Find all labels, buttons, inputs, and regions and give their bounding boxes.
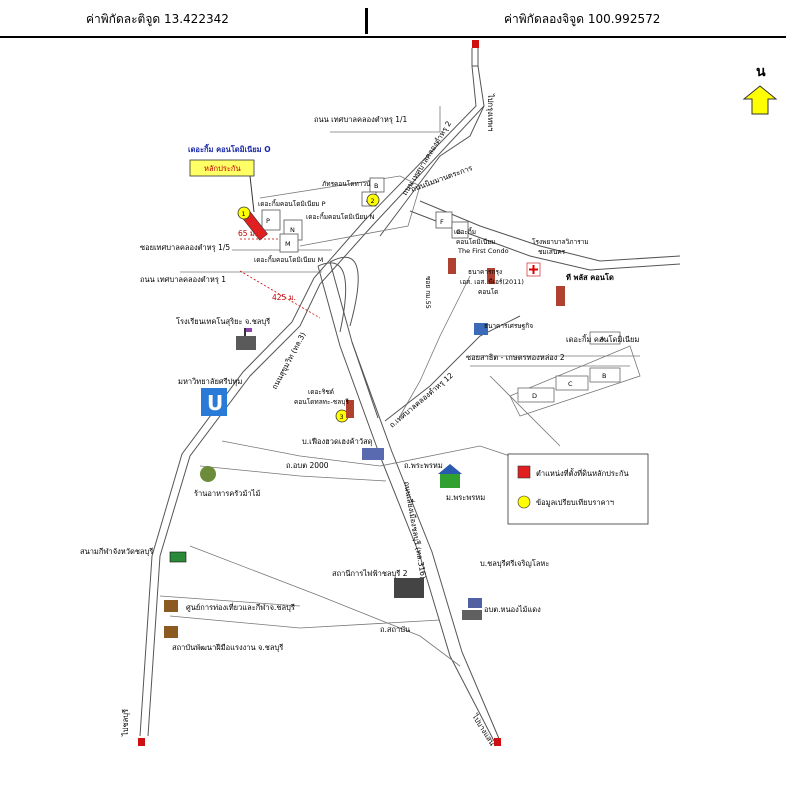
svg-text:N: N <box>290 226 295 234</box>
header-divider <box>365 8 368 34</box>
stadium-icon <box>169 551 187 563</box>
distance-65: 65 ม. <box>238 229 257 238</box>
svg-text:ศูนย์การท่องเที่ยวและกีฬาจ.ชลบ: ศูนย์การท่องเที่ยวและกีฬาจ.ชลบุรี <box>186 602 295 612</box>
svg-text:U: U <box>207 391 223 415</box>
svg-text:C: C <box>568 380 573 388</box>
subject-tag: หลักประกัน <box>204 164 241 173</box>
svg-text:สนามกีฬาจังหวัดชลบุรี: สนามกีฬาจังหวัดชลบุรี <box>80 547 153 556</box>
subject-project-name: เดอะกิ้ม คอนโดมิเนียม O <box>188 143 271 154</box>
legend-compare-label: ข้อมูลเปรียบเทียบราคาฯ <box>536 498 614 507</box>
location-map[interactable]: น <box>0 36 786 803</box>
labor-icon <box>164 626 178 638</box>
north-arrow-icon: น <box>742 64 778 115</box>
svg-text:โรงพยาบาลวิภาราม: โรงพยาบาลวิภาราม <box>532 238 589 246</box>
svg-text:เดอะกิ้ม: เดอะกิ้ม <box>454 227 476 236</box>
svg-text:เดอะกิ้มคอนโดมิเนียม M: เดอะกิ้มคอนโดมิเนียม M <box>254 255 323 264</box>
svg-text:สถานีการไฟฟ้าชลบุรี 2: สถานีการไฟฟ้าชลบุรี 2 <box>332 569 408 578</box>
svg-text:ถนนเลี่ยงเมืองชลบุรี (ทล.316): ถนนเลี่ยงเมืองชลบุรี (ทล.316) <box>402 481 429 580</box>
place-labels: เดอะกิ้มคอนโดมิเนียม P เดอะกิ้มคอนโดมิเน… <box>80 180 639 652</box>
svg-text:ถนน เทศบาลคลองตำหรุ 1/1: ถนน เทศบาลคลองตำหรุ 1/1 <box>314 115 408 124</box>
svg-text:2: 2 <box>371 197 375 205</box>
svg-text:ถนน เทศบาลคลองตำหรุ 1: ถนน เทศบาลคลองตำหรุ 1 <box>140 275 226 284</box>
svg-text:1: 1 <box>242 210 246 218</box>
north-arrow-shape <box>742 85 778 115</box>
svg-text:ที พลัส คอนโด: ที พลัส คอนโด <box>566 272 614 282</box>
latitude-label: ค่าพิกัดละติจูด 13.422342 <box>86 12 229 26</box>
condo-building-icon <box>346 258 565 418</box>
svg-text:มหาวิทยาลัยศรีปทุม: มหาวิทยาลัยศรีปทุม <box>178 377 242 386</box>
svg-text:F: F <box>440 218 444 226</box>
svg-text:ม.พระพรหม: ม.พระพรหม <box>446 493 485 502</box>
school-icon <box>236 328 256 350</box>
coordinate-header: ค่าพิกัดละติจูด 13.422342 ค่าพิกัดลองจิจ… <box>0 0 786 38</box>
house-icon <box>438 464 462 488</box>
longitude-label: ค่าพิกัดลองจิจูด 100.992572 <box>504 12 661 26</box>
svg-text:คอนโด: คอนโด <box>478 288 498 296</box>
office-icon <box>462 598 482 620</box>
svg-text:คอนโดมิเนียม: คอนโดมิเนียม <box>456 238 495 246</box>
tourism-icon <box>164 600 178 612</box>
hospital-icon <box>526 262 541 277</box>
svg-text:ถ.สถาบัน: ถ.สถาบัน <box>380 625 410 634</box>
svg-text:ถนนสุขุมวิท (ทล.3): ถนนสุขุมวิท (ทล.3) <box>270 331 308 391</box>
svg-text:ซอยเทศบาลคลองตำหรุ 1/5: ซอยเทศบาลคลองตำหรุ 1/5 <box>140 243 230 252</box>
svg-text:บ.ชลบุรีศรีเจริญโลหะ: บ.ชลบุรีศรีเจริญโลหะ <box>480 559 549 568</box>
svg-text:B: B <box>602 372 606 380</box>
svg-text:ภัทรคอนโดทาวน์: ภัทรคอนโดทาวน์ <box>322 180 371 188</box>
svg-text:P: P <box>266 217 270 225</box>
place-icons: U <box>164 258 565 638</box>
svg-text:ร้านอาหารครัวม้าไม้: ร้านอาหารครัวม้าไม้ <box>194 489 260 498</box>
svg-text:ไปชลบุรี: ไปชลบุรี <box>121 709 130 737</box>
bank-icon <box>474 323 488 335</box>
svg-text:ไปบางแสน: ไปบางแสน <box>470 711 497 747</box>
svg-text:เดอะริชด์: เดอะริชด์ <box>308 388 334 396</box>
road-end-markers <box>138 40 501 746</box>
condo-block-group: P N M B A F G <box>261 177 469 253</box>
map-legend: ตำแหน่งที่ตั้งที่ดินหลักประกัน ข้อมูลเปร… <box>507 453 649 525</box>
distance-425: 425 ม. <box>272 293 296 302</box>
svg-text:เดอะกิ้มคอนโดมิเนียม N: เดอะกิ้มคอนโดมิเนียม N <box>306 212 375 221</box>
svg-text:ซอยสาธิต - เกษตรทองหล่อง 2: ซอยสาธิต - เกษตรทองหล่อง 2 <box>466 353 565 362</box>
university-icon: U <box>201 388 227 416</box>
svg-text:M: M <box>285 240 291 248</box>
svg-text:โรงเรียนเทคโนสุริยะ จ.ชลบุรี: โรงเรียนเทคโนสุริยะ จ.ชลบุรี <box>176 317 270 326</box>
svg-text:D: D <box>532 392 537 400</box>
svg-text:ถ.เทศบาลคลองตำหรุ 12: ถ.เทศบาลคลองตำหรุ 12 <box>388 371 456 430</box>
svg-text:The First Condo: The First Condo <box>457 247 509 255</box>
svg-text:คอนโดทลทะ-ชลบุรี: คอนโดทลทะ-ชลบุรี <box>294 398 349 406</box>
svg-text:G: G <box>456 228 461 236</box>
north-label: น <box>756 64 766 80</box>
restaurant-icon <box>200 466 216 482</box>
svg-text:บ.เฟืองฮวดเฮงค้าวัสดุ: บ.เฟืองฮวดเฮงค้าวัสดุ <box>302 437 373 446</box>
svg-text:A: A <box>600 335 605 343</box>
svg-text:ธนาคารเศรษฐกิจ: ธนาคารเศรษฐกิจ <box>484 322 533 330</box>
svg-text:ไปกรุงเทพฯ: ไปกรุงเทพฯ <box>486 93 495 131</box>
legend-asset-label: ตำแหน่งที่ตั้งที่ดินหลักประกัน <box>536 468 629 478</box>
legend-asset-swatch <box>517 465 531 479</box>
legend-compare-swatch <box>517 495 531 509</box>
svg-text:สถาบันพัฒนาฝีมือแรงงาน จ.ชลบุร: สถาบันพัฒนาฝีมือแรงงาน จ.ชลบุรี <box>172 643 283 652</box>
svg-text:ถ.พระพรหม: ถ.พระพรหม <box>404 461 443 470</box>
subject-label: เดอะกิ้ม คอนโดมิเนียม O หลักประกัน <box>188 143 271 241</box>
svg-text:เอส. เอส. พีเอร์(2011): เอส. เอส. พีเอร์(2011) <box>460 278 524 286</box>
distances: 65 ม. 425 ม. <box>238 229 321 319</box>
svg-text:B: B <box>374 182 378 190</box>
svg-text:อบต.หนองไม้แดง: อบต.หนองไม้แดง <box>484 605 541 614</box>
abcd-condo-blocks: A B C D <box>509 331 641 417</box>
factory-icon <box>362 448 384 460</box>
electricity-icon <box>394 578 424 598</box>
svg-text:เดอะกิ้มคอนโดมิเนียม P: เดอะกิ้มคอนโดมิเนียม P <box>258 199 326 208</box>
svg-text:3: 3 <box>340 413 344 421</box>
subject-tag-box <box>189 159 255 177</box>
svg-text:ชมเสนคร: ชมเสนคร <box>538 248 566 256</box>
svg-text:ซอย กม.55: ซอย กม.55 <box>424 276 432 309</box>
svg-text:เดอะกิ้ม คอนโดมิเนียม: เดอะกิ้ม คอนโดมิเนียม <box>566 334 639 344</box>
svg-text:ถ.อบต 2000: ถ.อบต 2000 <box>286 461 329 470</box>
svg-text:ธนาคารกรุง: ธนาคารกรุง <box>468 268 502 276</box>
